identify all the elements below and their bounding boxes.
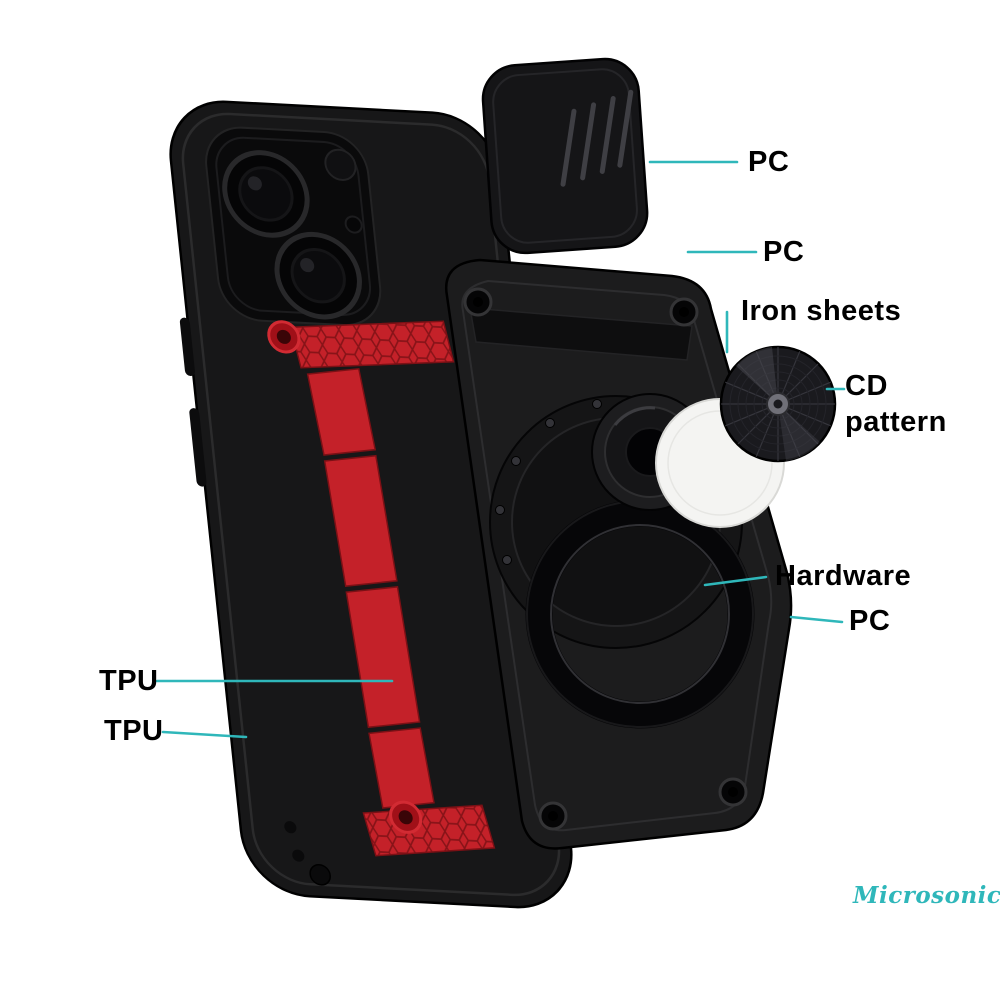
bottom-hole-1 [284,821,297,834]
tpu-segment [289,320,455,369]
tpu-segment [306,367,377,456]
side-button-1 [179,317,195,376]
callout-pc-frame: PC [763,236,805,268]
callout-iron-sheets: Iron sheets [741,295,902,327]
callout-tpu-lower: TPU [104,715,164,747]
tpu-skeleton [267,320,496,857]
camera-sensor [344,215,363,234]
bottom-hole-3 [309,863,331,886]
grip-lines [560,89,634,187]
camera-module [205,126,382,327]
callout-hardware: Hardware [775,560,912,592]
leader-line-pc-plate [789,615,844,624]
cd-pattern-disc [719,345,837,463]
leader-line-tpu-lower [161,730,248,739]
callout-tpu-upper: TPU [99,665,159,697]
side-button-2 [189,408,207,487]
tpu-segment [368,727,435,809]
camera-slide-cover [481,57,649,255]
callout-cd-pattern: CD pattern [845,370,947,438]
camera-flash [324,148,357,181]
brand-watermark: Microsonic [853,882,1000,909]
tpu-segment [323,454,398,587]
leader-lines [155,160,846,739]
leader-line-hardware [703,575,768,587]
armor-plate [444,258,837,850]
bottom-hole-2 [292,849,305,862]
slide-track [469,307,693,361]
screw-holes [463,287,748,831]
callout-pc-slide-cover: PC [748,146,790,178]
callout-pc-plate: PC [849,605,891,637]
